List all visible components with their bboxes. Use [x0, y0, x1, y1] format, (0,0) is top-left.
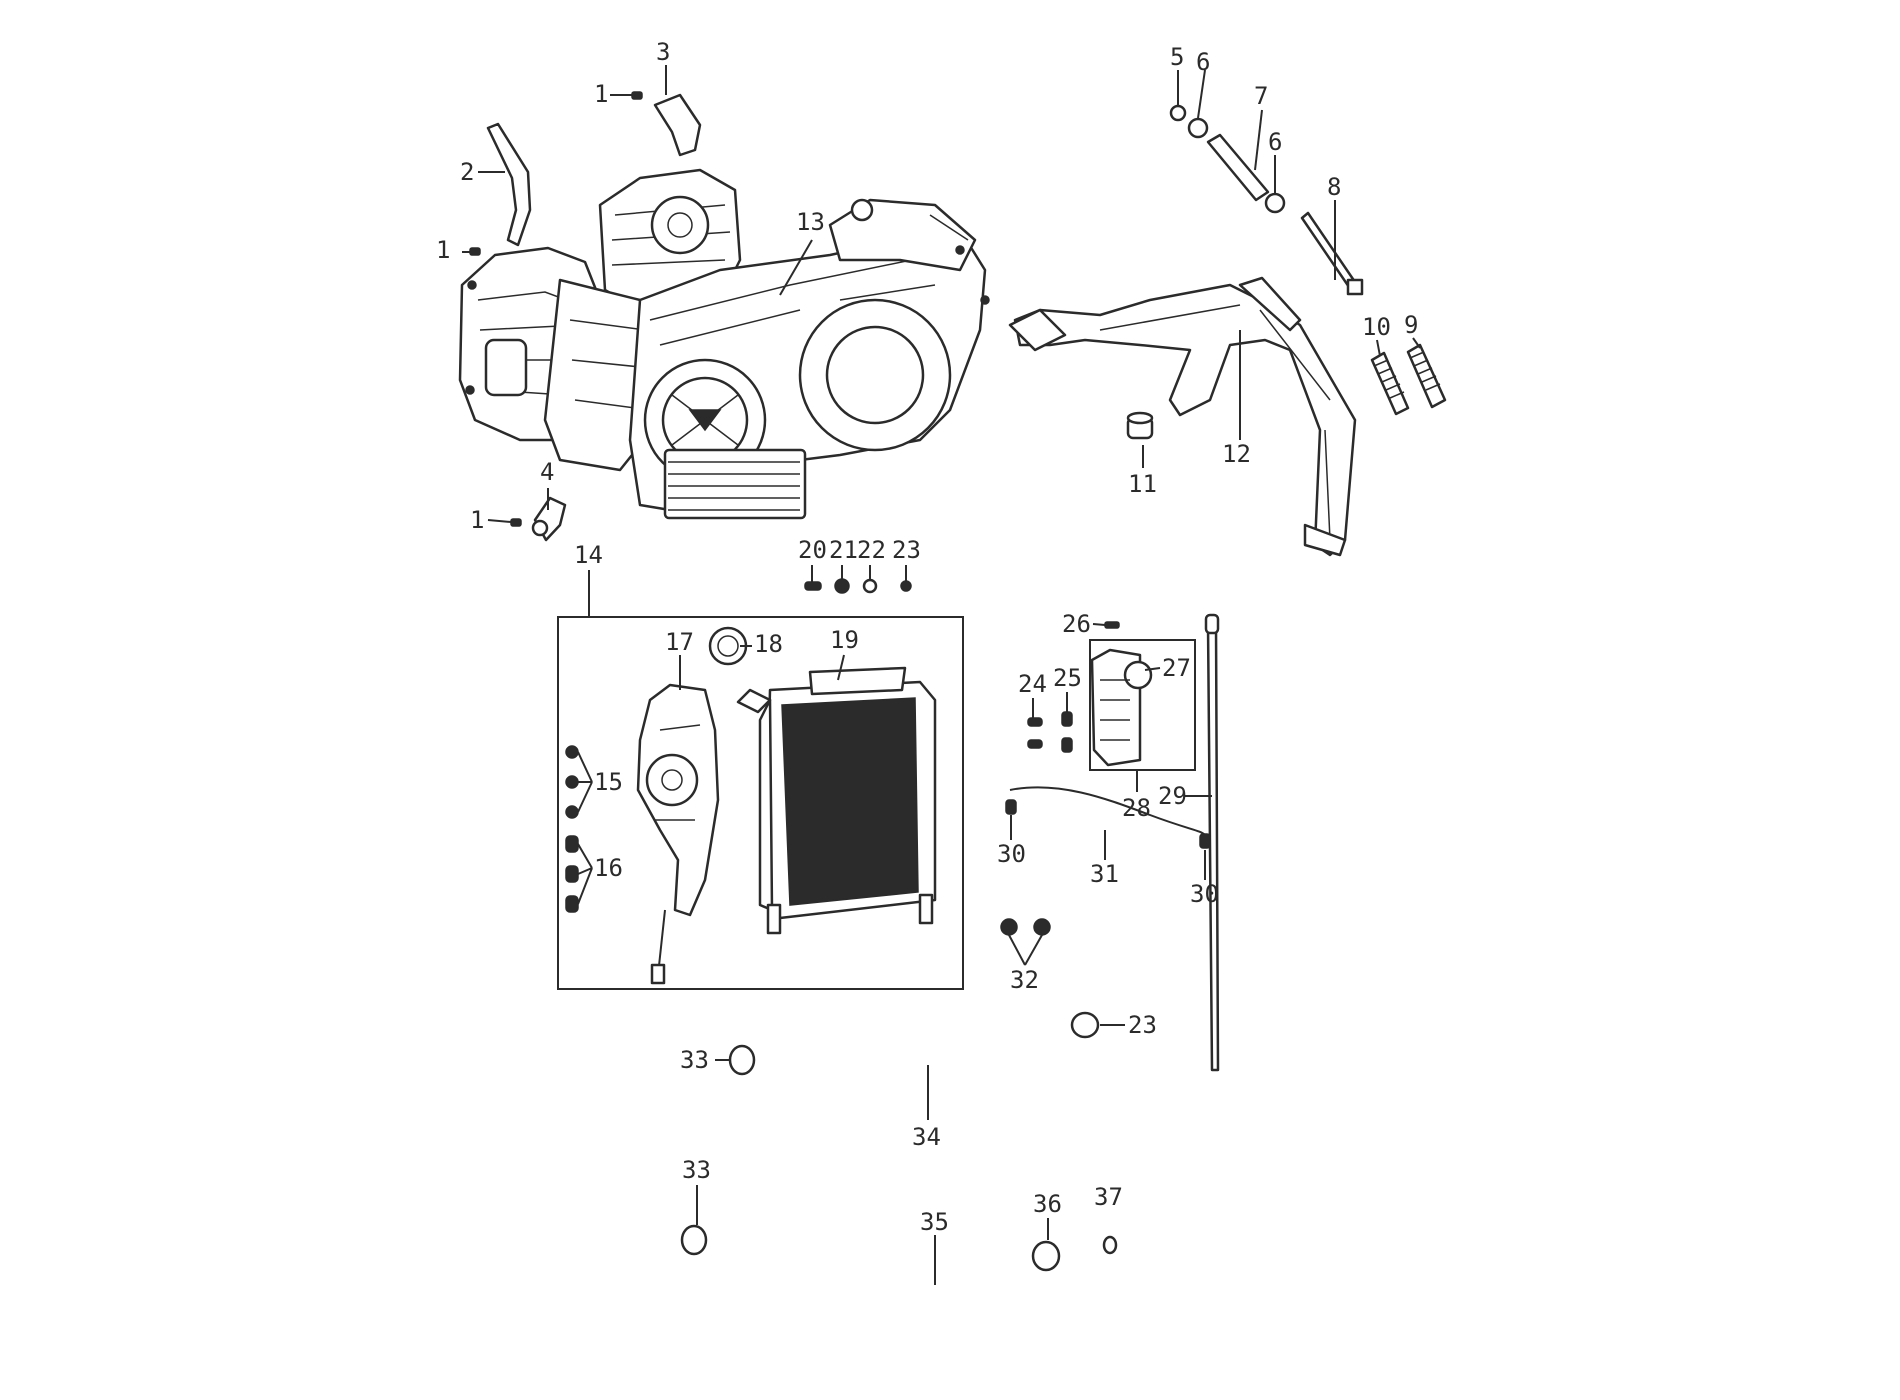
- nut-32-icon[interactable]: [1000, 918, 1051, 936]
- spring-9-icon[interactable]: [1406, 343, 1447, 409]
- label-34: 34: [912, 1123, 941, 1151]
- label-12: 12: [1222, 440, 1251, 468]
- reservoir-box-28: [1089, 639, 1196, 771]
- nut-23-icon[interactable]: [900, 580, 912, 592]
- label-17: 17: [665, 628, 694, 656]
- label-6: 6: [1196, 48, 1210, 76]
- label-23: 23: [892, 536, 921, 564]
- clamp-30-icon[interactable]: [1005, 799, 1211, 849]
- label-22: 22: [857, 536, 886, 564]
- label-24: 24: [1018, 670, 1047, 698]
- label-30: 30: [1190, 880, 1219, 908]
- label-2: 2: [460, 158, 474, 186]
- label-20: 20: [798, 536, 827, 564]
- spring-10-icon[interactable]: [1370, 351, 1410, 416]
- radiator-19[interactable]: [758, 666, 937, 935]
- label-4: 4: [540, 458, 554, 486]
- reservoir-tank-27[interactable]: [1090, 648, 1153, 767]
- label-32: 32: [1010, 966, 1039, 994]
- label-9: 9: [1404, 311, 1418, 339]
- label-33: 33: [682, 1156, 711, 1184]
- grommet-16-icon[interactable]: [565, 835, 579, 913]
- screw-15-icon[interactable]: [565, 745, 579, 819]
- grommet-21-icon[interactable]: [834, 578, 850, 594]
- engine-bracket-2[interactable]: [486, 122, 532, 247]
- label-13: 13: [796, 208, 825, 236]
- engine-bracket-3[interactable]: [653, 93, 702, 157]
- bolt-8[interactable]: [1300, 211, 1357, 289]
- label-16: 16: [594, 854, 623, 882]
- o-ring-37-icon[interactable]: [1102, 1235, 1118, 1255]
- pivot-pipe-7[interactable]: [1206, 133, 1270, 202]
- label-3: 3: [656, 38, 670, 66]
- radiator-assembly-box-14: [557, 616, 964, 990]
- label-6: 6: [1268, 128, 1282, 156]
- hose-clamp-23-icon[interactable]: [1070, 1011, 1100, 1039]
- label-21: 21: [829, 536, 858, 564]
- label-1: 1: [594, 80, 608, 108]
- main-stand[interactable]: [1008, 276, 1357, 557]
- label-1: 1: [470, 506, 484, 534]
- label-14: 14: [574, 541, 603, 569]
- label-30: 30: [997, 840, 1026, 868]
- bolt-24-icon[interactable]: [1027, 717, 1043, 749]
- hose-clamp-33-icon[interactable]: [680, 1044, 756, 1256]
- bushing-6-icon[interactable]: [1187, 117, 1209, 139]
- label-31: 31: [1090, 860, 1119, 888]
- collar-22-icon[interactable]: [862, 578, 878, 594]
- label-11: 11: [1128, 470, 1157, 498]
- reservoir-hose-31[interactable]: [1009, 786, 1206, 836]
- label-1: 1: [436, 236, 450, 264]
- bolt-26-icon[interactable]: [1104, 621, 1120, 629]
- grommet-25-icon[interactable]: [1061, 711, 1073, 753]
- label-23: 23: [1128, 1011, 1157, 1039]
- label-8: 8: [1327, 173, 1341, 201]
- leader-lines: [462, 65, 1421, 1285]
- label-15: 15: [594, 768, 623, 796]
- label-27: 27: [1162, 654, 1191, 682]
- cooling-fan-17[interactable]: [636, 683, 720, 985]
- label-7: 7: [1254, 82, 1268, 110]
- label-25: 25: [1053, 664, 1082, 692]
- engine-assembly[interactable]: [458, 168, 990, 520]
- label-35: 35: [920, 1208, 949, 1236]
- bolt-20-icon[interactable]: [804, 581, 822, 591]
- callout-labels: 1 1 1 2 3 4 5 6 6 7 8 9 10 11 12 13 14 1…: [436, 38, 1418, 1236]
- label-29: 29: [1158, 782, 1187, 810]
- label-10: 10: [1362, 313, 1391, 341]
- label-26: 26: [1062, 610, 1091, 638]
- nut-5-icon[interactable]: [1169, 104, 1187, 122]
- hose-clamp-36-icon[interactable]: [1031, 1240, 1061, 1272]
- label-18: 18: [754, 630, 783, 658]
- label-37: 37: [1094, 1183, 1123, 1211]
- label-28: 28: [1122, 794, 1151, 822]
- label-5: 5: [1170, 43, 1184, 71]
- label-33: 33: [680, 1046, 709, 1074]
- label-19: 19: [830, 626, 859, 654]
- label-36: 36: [1033, 1190, 1062, 1218]
